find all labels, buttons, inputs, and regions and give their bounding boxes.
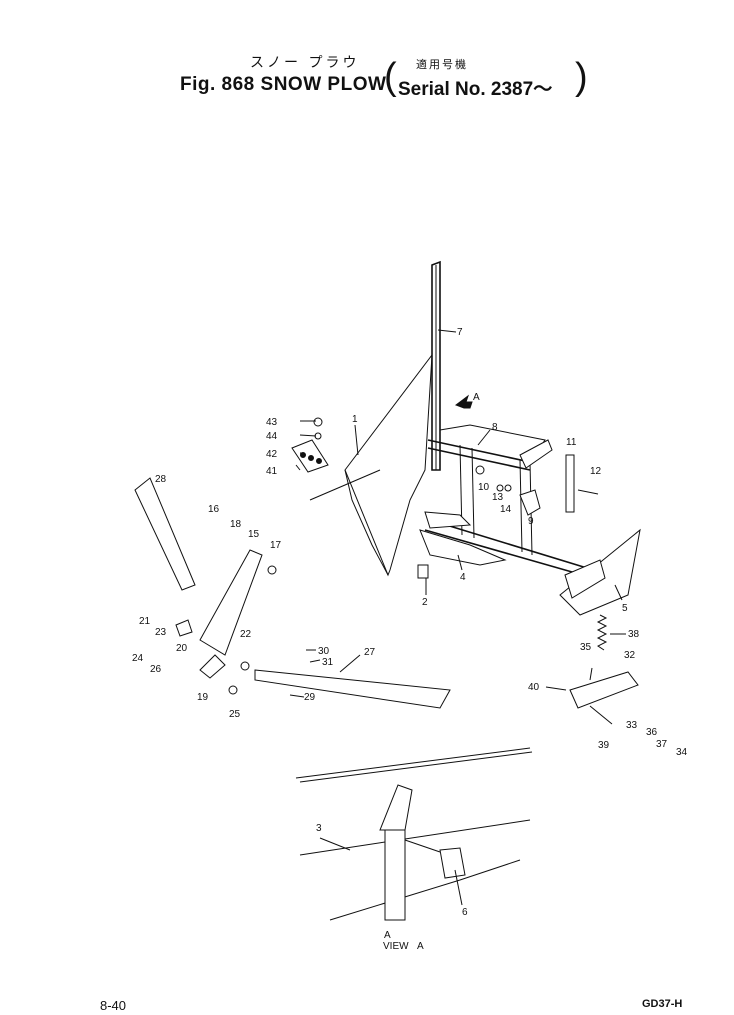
callout-26: 26 [150, 664, 162, 675]
callout-25: 25 [229, 709, 241, 720]
cutting-edge-27 [254, 669, 451, 709]
callout-5: 5 [622, 603, 628, 614]
paren-close: ) [575, 56, 588, 98]
callout-14: 14 [500, 504, 512, 515]
callout-13: 13 [492, 492, 504, 503]
callout-8: 8 [492, 422, 498, 433]
callout-44: 44 [266, 431, 278, 442]
callout-29: 29 [304, 692, 316, 703]
nut-25 [228, 685, 238, 695]
nut-22 [240, 661, 250, 671]
view-arrow [454, 394, 473, 409]
callout-17: 17 [270, 540, 282, 551]
callout-2: 2 [422, 597, 428, 608]
main-frame [424, 424, 601, 581]
bolt-12 [577, 489, 599, 495]
block-20 [175, 619, 193, 637]
callout-38: 38 [628, 629, 640, 640]
callout-43: 43 [266, 417, 278, 428]
vertical-post [431, 260, 441, 471]
callout-30: 30 [318, 646, 330, 657]
view-a-mark: A [417, 941, 424, 952]
pin-2 [417, 564, 429, 579]
callout-34: 34 [676, 747, 688, 758]
paren-open: ( [384, 56, 397, 98]
callout-32: 32 [624, 650, 636, 661]
callout-view-arrow: A [473, 392, 480, 403]
callout-21: 21 [139, 616, 151, 627]
bolt-43 [313, 417, 323, 427]
callout-31: 31 [322, 657, 334, 668]
callout-7: 7 [457, 327, 463, 338]
serial-japanese: 適用号機 [416, 58, 468, 71]
page-number: 8-40 [100, 998, 127, 1013]
callout-37: 37 [656, 739, 668, 750]
nut-14 [504, 484, 512, 492]
callout-40: 40 [528, 682, 540, 693]
callout-36: 36 [646, 727, 658, 738]
leader-lines [289, 329, 626, 906]
view-a-inset [295, 747, 533, 921]
callout-35: 35 [580, 642, 592, 653]
callout-12: 12 [590, 466, 602, 477]
shoe-32 [569, 671, 639, 709]
title-japanese: スノー プラウ [250, 55, 360, 71]
callout-labels: 7 A 1 8 11 12 10 13 14 9 43 44 42 41 28 … [132, 327, 688, 918]
view-a-label: VIEW [383, 941, 409, 952]
callout-23: 23 [155, 627, 167, 638]
callout-24: 24 [132, 653, 144, 664]
callout-33: 33 [626, 720, 638, 731]
serial-number: Serial No. 2387～ [398, 79, 553, 100]
plate-41 [291, 439, 329, 473]
callout-18: 18 [230, 519, 242, 530]
callout-10: 10 [478, 482, 490, 493]
callout-3: 3 [316, 823, 322, 834]
callout-27: 27 [364, 647, 376, 658]
callout-42: 42 [266, 449, 278, 460]
bracket-19 [199, 654, 226, 679]
callout-19: 19 [197, 692, 209, 703]
side-wing [559, 528, 641, 616]
callout-11: 11 [566, 437, 577, 448]
callout-41: 41 [266, 466, 278, 477]
callout-1: 1 [352, 414, 358, 425]
washer-13 [496, 484, 504, 492]
callout-15: 15 [248, 529, 260, 540]
bracket-9 [519, 489, 541, 516]
callout-28: 28 [155, 474, 167, 485]
end-bit-15 [199, 549, 263, 656]
callout-20: 20 [176, 643, 188, 654]
bolt-10 [475, 465, 485, 475]
callout-6: 6 [462, 907, 468, 918]
spring-38 [596, 614, 608, 651]
lower-plate [419, 511, 507, 566]
view-a-letter: A [384, 930, 391, 941]
callout-4: 4 [460, 572, 466, 583]
cutting-edge-28 [134, 477, 196, 591]
callout-9: 9 [528, 516, 534, 527]
bolt-17 [267, 565, 277, 575]
strap-11 [565, 454, 575, 513]
rod-39 [589, 705, 613, 725]
callout-39: 39 [598, 740, 610, 751]
figure-title: Fig. 868 SNOW PLOW [180, 74, 387, 95]
model-code: GD37-H [642, 998, 683, 1010]
callout-16: 16 [208, 504, 220, 515]
callout-22: 22 [240, 629, 252, 640]
